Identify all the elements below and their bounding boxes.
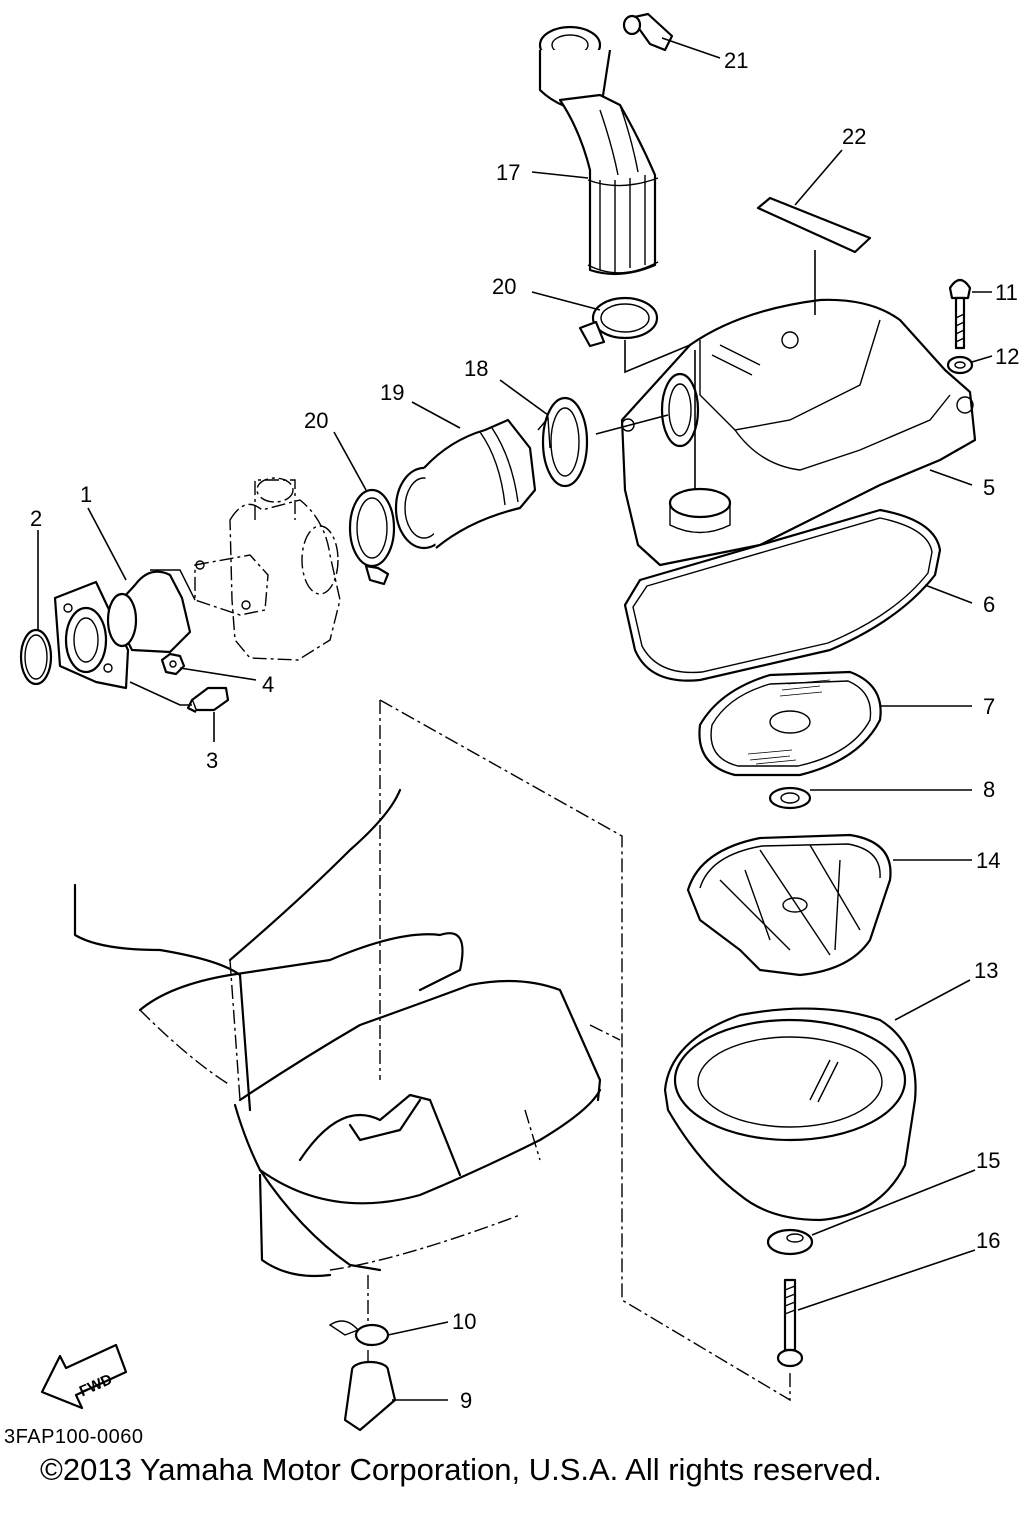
intake-manifold [53,569,196,690]
callout-12: 12 [995,344,1019,369]
callout-19: 19 [380,380,404,405]
callout-6: 6 [983,592,995,617]
forward-arrow-icon: FWD [40,1343,128,1410]
frame-outline [73,788,621,1278]
lock-washer [768,786,812,810]
leader-lines [37,37,993,1401]
diagram-code: 3FAP100-0060 [4,1426,144,1448]
callout-5: 5 [983,475,995,500]
callout-labels: 1 2 3 4 5 6 7 8 9 10 11 12 13 14 15 16 1… [30,48,1019,1413]
alignment-lines [367,699,791,1402]
callout-1: 1 [80,482,92,507]
carburetor-joint [394,418,537,550]
drain-hose [343,1360,397,1432]
spacer [766,1228,814,1256]
callout-2: 2 [30,506,42,531]
callout-7: 7 [983,694,995,719]
element-holder [698,670,882,777]
long-bolt [776,1278,804,1368]
element-guide [686,833,892,977]
warning-label [756,196,872,254]
callout-9: 9 [460,1388,472,1413]
nut [160,652,186,676]
callout-15: 15 [976,1148,1000,1173]
elbow-fitting [622,12,674,52]
callout-16: 16 [976,1228,1000,1253]
carburetor [194,477,341,661]
bolt [186,686,230,713]
callout-3: 3 [206,748,218,773]
callout-18: 18 [464,356,488,381]
callout-11: 11 [995,280,1018,305]
joint-band [537,396,589,488]
screw [948,278,972,350]
copyright-notice: ©2013 Yamaha Motor Corporation, U.S.A. A… [40,1452,882,1487]
callout-10: 10 [452,1309,476,1334]
washer [946,355,974,375]
hose-clamp-left [348,488,396,586]
callout-22: 22 [842,124,866,149]
callout-20-left: 20 [304,408,328,433]
case-gasket [623,508,942,682]
callout-14: 14 [976,848,1000,873]
air-cleaner-element [663,1007,917,1222]
intake-duct [538,25,659,276]
callout-13: 13 [974,958,998,983]
callout-20-top: 20 [492,274,516,299]
callout-4: 4 [262,672,274,697]
callout-17: 17 [496,160,520,185]
o-ring [19,628,53,686]
callout-8: 8 [983,777,995,802]
hose-clip [328,1320,390,1347]
hose-clamp-top [578,296,659,348]
callout-21: 21 [724,48,748,73]
air-filter-case [620,298,977,567]
